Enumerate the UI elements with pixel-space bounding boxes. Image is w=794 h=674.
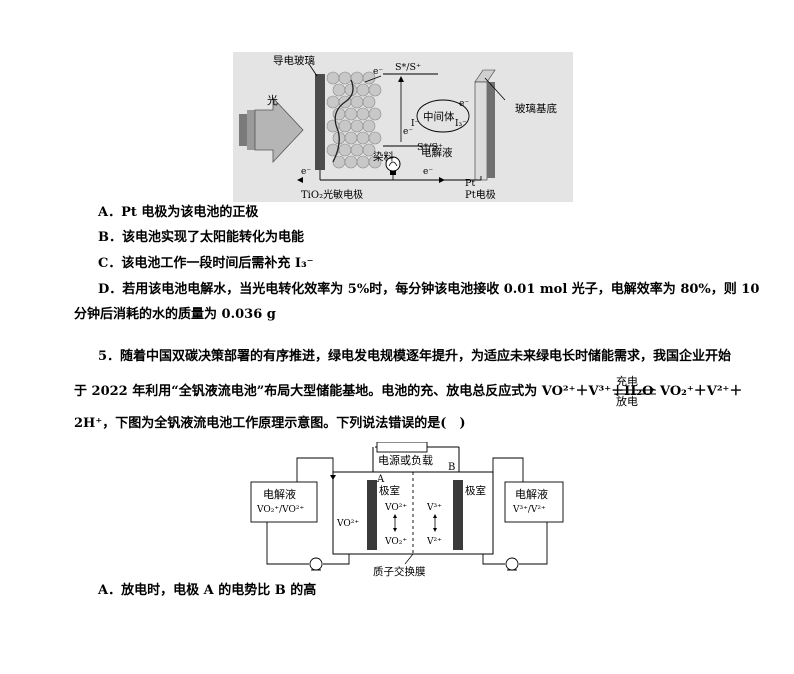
- glass-label: 导电玻璃: [273, 54, 315, 67]
- tio2-sphere: [368, 131, 382, 145]
- pt-label: Pt: [465, 178, 475, 189]
- light-arrow: [239, 96, 304, 164]
- electron-left-label: e⁻: [301, 167, 311, 177]
- tio2-sphere: [356, 83, 370, 97]
- vanadium-flow-battery-diagram: 电源或负载 电解液 VO₂⁺/VO²⁺ 电解液 V³⁺/V²⁺ A B 极室 极…: [237, 441, 570, 578]
- tio2-sphere: [344, 83, 358, 97]
- vo2-center-label: VO²⁺: [384, 503, 407, 513]
- electron-mid-label: e⁻: [403, 127, 413, 137]
- tio2-sphere: [368, 107, 382, 121]
- reaction-arrow: 充电 放电: [612, 375, 658, 408]
- membrane-label: 质子交换膜: [373, 565, 426, 577]
- tio2-sphere: [356, 155, 370, 169]
- dssc-diagram: 光 导电玻璃 玻璃基底 TiO₂光敏电极 染料 电解液 中间体 S*/S⁺ S*…: [233, 52, 573, 202]
- right-tank-formula: V³⁺/V²⁺: [512, 505, 546, 515]
- q4-option-a: A．Pt 电极为该电池的正极: [98, 205, 259, 220]
- q5-option-a: A．放电时，电极 A 的电势比 B 的高: [98, 583, 317, 598]
- tio2-sphere: [356, 131, 370, 145]
- electrolyte-label: 电解液: [421, 146, 453, 159]
- tio2-sphere: [332, 83, 346, 97]
- electron-right-label: e⁻: [459, 99, 469, 109]
- electron-top-label: e⁻: [373, 67, 383, 77]
- electrode-a-label: A: [376, 474, 385, 485]
- tio2-particles: [326, 71, 382, 169]
- tio2-electrode-label: TiO₂光敏电极: [301, 188, 363, 201]
- tio2-sphere: [326, 71, 340, 85]
- tio2-sphere: [344, 155, 358, 169]
- tio2-sphere: [368, 83, 382, 97]
- q4-option-d-line1: D．若用该电池电解水，当光电转化效率为 5%时，每分钟该电池接收 0.01 mo…: [98, 282, 760, 297]
- discharge-label: 放电: [616, 395, 638, 408]
- q5-stem-line1: 5．随着中国双碳决策部署的有序推进，绿电发电规模逐年提升，为适应未来绿电长时储能…: [98, 349, 732, 364]
- electrode-b-label: B: [448, 462, 455, 473]
- tio2-sphere: [350, 143, 364, 157]
- electrode-b: [453, 480, 463, 550]
- substrate-label: 玻璃基底: [515, 102, 557, 115]
- tio2-sphere: [344, 107, 358, 121]
- tio2-sphere: [362, 143, 376, 157]
- chamber-a-label: 极室: [379, 484, 400, 497]
- charge-label: 充电: [616, 375, 638, 388]
- vo2plus-center-label: VO₂⁺: [384, 537, 407, 547]
- q4-option-b: B．该电池实现了太阳能转化为电能: [98, 230, 304, 245]
- tio2-sphere: [362, 95, 376, 109]
- chamber-b-label: 极室: [465, 484, 486, 497]
- tio2-sphere: [350, 95, 364, 109]
- dssc-diagram-svg: 光 导电玻璃 玻璃基底 TiO₂光敏电极 染料 电解液 中间体 S*/S⁺ S*…: [239, 54, 557, 201]
- tio2-sphere: [338, 119, 352, 133]
- left-tank-formula: VO₂⁺/VO²⁺: [256, 505, 304, 515]
- electrode-a: [367, 480, 377, 550]
- v2-label: V²⁺: [426, 537, 442, 547]
- electron-bottom-label: e⁻: [423, 167, 433, 177]
- vanadium-flow-battery-svg: 电源或负载 电解液 VO₂⁺/VO²⁺ 电解液 V³⁺/V²⁺ A B 极室 极…: [250, 441, 564, 578]
- pt-electrode: [487, 82, 495, 178]
- dye-path: [332, 79, 354, 163]
- q5-stem-line2-b: VO₂⁺＋V²⁺＋: [660, 384, 743, 399]
- state-top-label: S*/S⁺: [395, 62, 421, 73]
- tio2-sphere: [362, 119, 376, 133]
- right-tank: [504, 481, 564, 523]
- iodide-label: I⁻: [411, 119, 420, 129]
- left-tank: [250, 481, 318, 523]
- pt-electrode-label: Pt电极: [465, 188, 496, 201]
- tio2-sphere: [356, 107, 370, 121]
- light-bulb-icon: [385, 156, 401, 180]
- dye-label: 染料: [373, 150, 394, 163]
- tio2-sphere: [344, 131, 358, 145]
- load-box: [376, 441, 428, 453]
- glass-substrate: [474, 81, 488, 181]
- q5-stem-line3: 2H⁺，下图为全钒液流电池工作原理示意图。下列说法错误的是( ): [74, 416, 466, 431]
- tio2-sphere: [368, 155, 382, 169]
- conducting-glass: [315, 74, 325, 170]
- v3-label: V³⁺: [426, 503, 442, 513]
- right-tank-title: 电解液: [515, 487, 548, 501]
- tio2-sphere: [326, 95, 340, 109]
- intermediate-label: 中间体: [423, 110, 455, 123]
- right-pump-icon: [505, 557, 519, 571]
- light-label: 光: [267, 93, 278, 107]
- equilibrium-arrow-icon: [614, 388, 656, 396]
- tio2-sphere: [350, 119, 364, 133]
- tio2-sphere: [338, 143, 352, 157]
- load-label: 电源或负载: [378, 453, 433, 467]
- redox-cycle: [416, 99, 470, 133]
- q5-stem-line2-a: 于 2022 年利用“全钒液流电池”布局大型储能基地。电池的充、放电总反应式为 …: [74, 384, 654, 399]
- q4-option-c: C．该电池工作一段时间后需补充 I₃⁻: [98, 256, 314, 271]
- q4-option-d-line2: 分钟后消耗的水的质量为 0.036 g: [74, 307, 276, 322]
- vo2-left-label: VO²⁺: [336, 519, 359, 529]
- left-tank-title: 电解液: [263, 487, 296, 501]
- tio2-sphere: [338, 71, 352, 85]
- triiodide-label: I₃⁻: [455, 119, 467, 129]
- left-pump-icon: [309, 557, 323, 571]
- state-bottom-label: S*/S⁺: [417, 142, 443, 153]
- tio2-sphere: [350, 71, 364, 85]
